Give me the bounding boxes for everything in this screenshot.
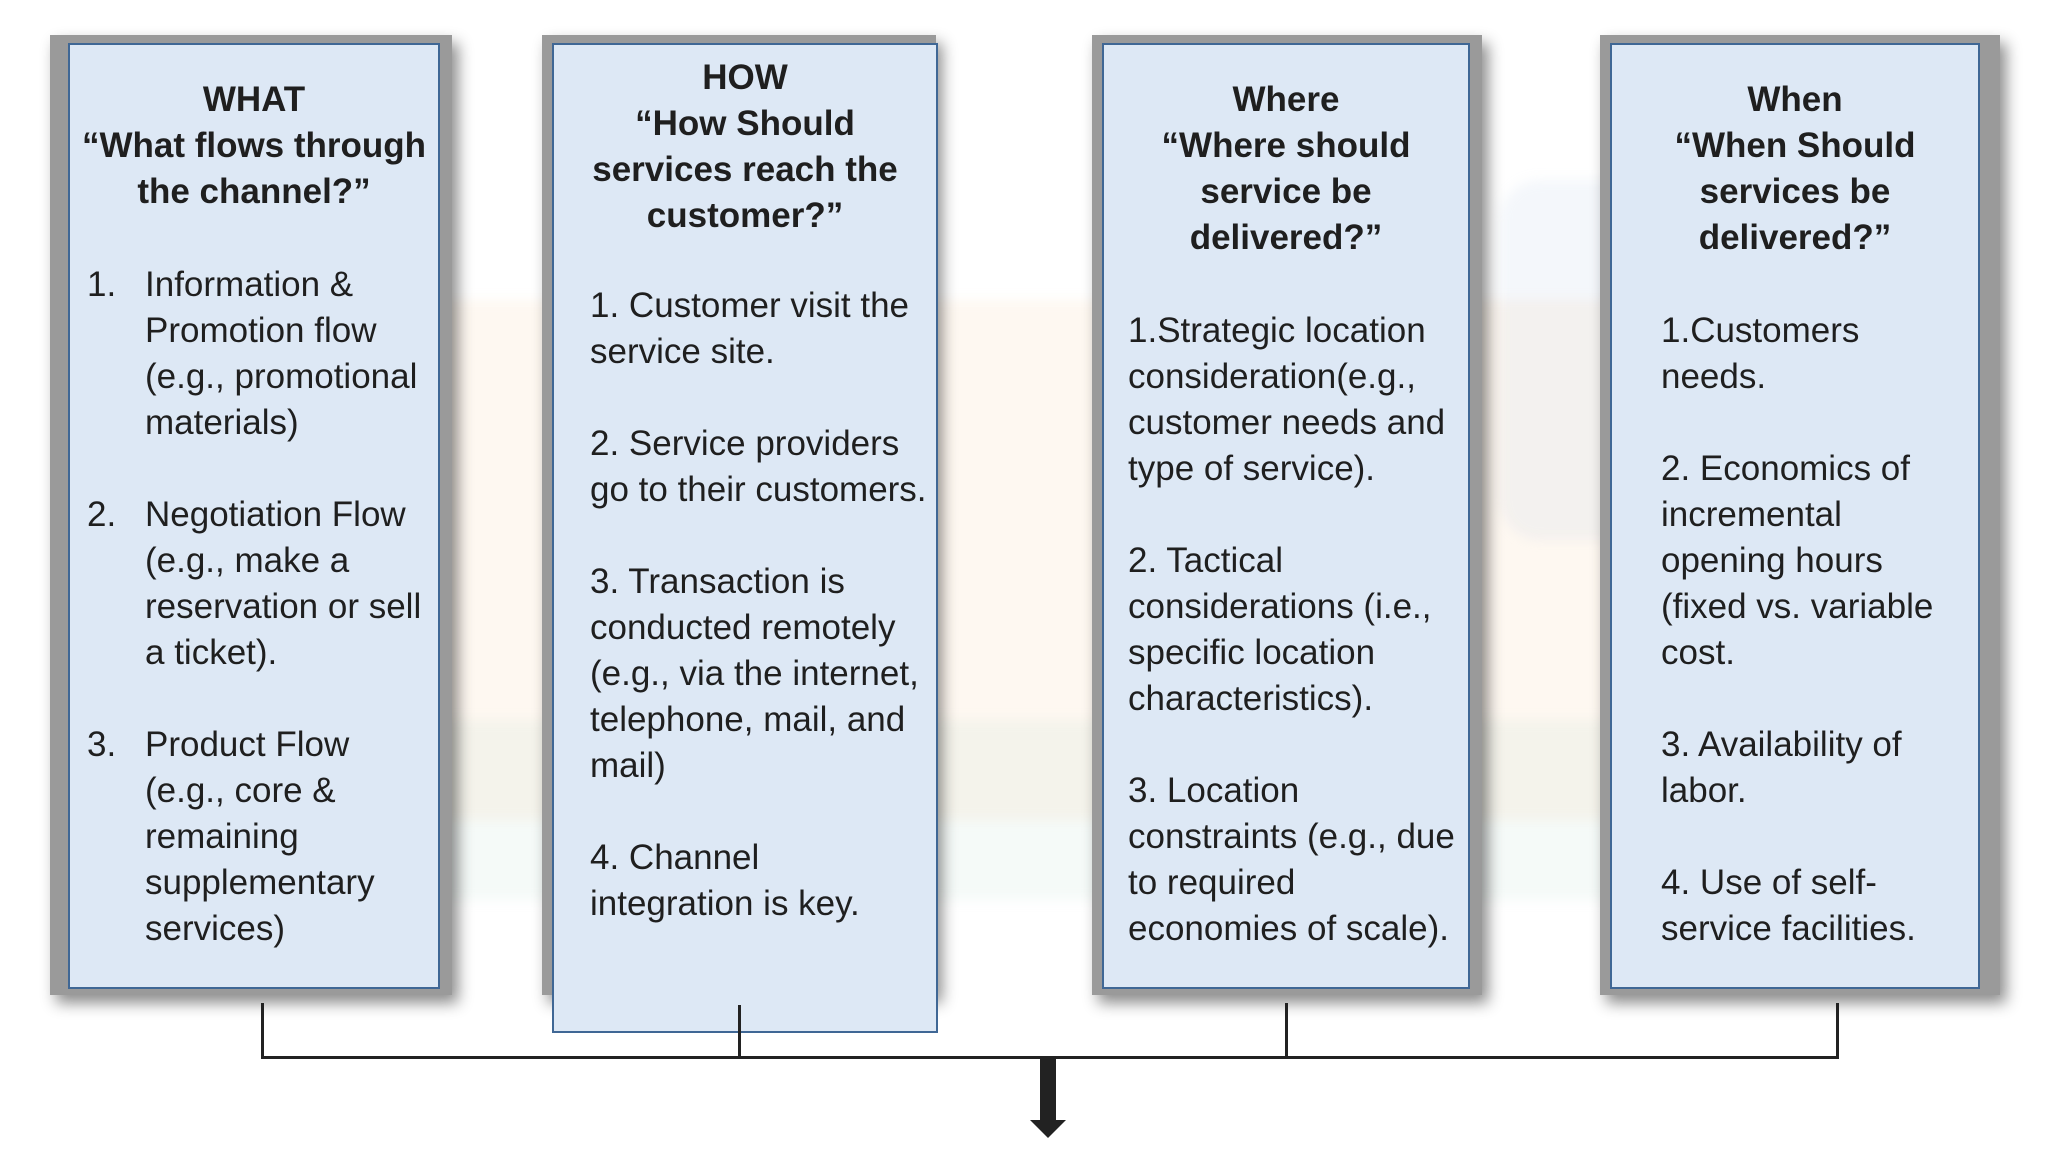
list-item: 2. Tactical considerations (i.e., specif… <box>1128 541 1432 718</box>
list-item: 1.Customers needs. <box>1661 311 1860 396</box>
list-item: 3. Product Flow (e.g., core & remaining … <box>87 722 437 952</box>
card-title-how: HOW “How Should services reach the custo… <box>554 55 936 239</box>
connector-bar <box>261 1056 1839 1059</box>
card-what: WHAT “What flows through the channel?” 1… <box>68 43 440 989</box>
title-line: services be <box>1699 172 1891 211</box>
card-title-when: When “When Should services be delivered?… <box>1612 77 1978 261</box>
item-text: Negotiation Flow (e.g., make a reservati… <box>145 495 422 672</box>
connector-down-stem <box>1040 1059 1056 1123</box>
card-where: Where “Where should service be delivered… <box>1102 43 1470 989</box>
title-line: delivered?” <box>1189 218 1383 257</box>
card-title-what: WHAT “What flows through the channel?” <box>70 77 438 215</box>
item-text: Product Flow (e.g., core & remaining sup… <box>145 725 375 948</box>
list-item: 1. Customer visit the service site. <box>590 286 909 371</box>
title-line: services reach the <box>592 150 898 189</box>
card-how: HOW “How Should services reach the custo… <box>552 43 938 1033</box>
card-body-how: 1. Customer visit the service site. 2. S… <box>590 283 930 927</box>
list-item: 2. Economics of incremental opening hour… <box>1661 449 1934 672</box>
title-line: “How Should <box>635 104 855 143</box>
title-line: “Where should <box>1161 126 1411 165</box>
list-item: 4. Use of self-service facilities. <box>1661 863 1916 948</box>
connector-stem-how <box>738 1005 741 1059</box>
title-line: “When Should <box>1674 126 1916 165</box>
list-item: 1. Information & Promotion flow (e.g., p… <box>87 262 437 446</box>
arrow-down-icon <box>1030 1120 1066 1138</box>
list-item: 3. Transaction is conducted remotely (e.… <box>590 562 919 785</box>
list-item: 3. Availability of labor. <box>1661 725 1902 810</box>
card-body-when: 1.Customers needs. 2. Economics of incre… <box>1661 308 1971 952</box>
list-item: 2. Negotiation Flow (e.g., make a reserv… <box>87 492 437 676</box>
list-item: 3. Location constraints (e.g., due to re… <box>1128 771 1455 948</box>
title-line: Where <box>1232 80 1340 119</box>
card-body-what: 1. Information & Promotion flow (e.g., p… <box>87 262 437 952</box>
item-number: 1. <box>87 265 117 304</box>
card-body-where: 1.Strategic location consideration(e.g.,… <box>1128 308 1468 952</box>
list-item: 2. Service providers go to their custome… <box>590 424 927 509</box>
card-title-where: Where “Where should service be delivered… <box>1104 77 1468 261</box>
title-line: WHAT <box>202 80 306 119</box>
list-item: 1.Strategic location consideration(e.g.,… <box>1128 311 1446 488</box>
connector-stem-what <box>261 1003 264 1059</box>
title-line: HOW <box>702 58 788 97</box>
item-number: 3. <box>87 725 117 764</box>
list-item: 4. Channel integration is key. <box>590 838 860 923</box>
title-line: the channel?” <box>137 172 371 211</box>
card-when: When “When Should services be delivered?… <box>1610 43 1980 989</box>
connector-stem-when <box>1836 1003 1839 1059</box>
title-line: “What flows through <box>81 126 427 165</box>
item-text: Information & Promotion flow (e.g., prom… <box>145 265 418 442</box>
item-number: 2. <box>87 495 117 534</box>
connector-stem-where <box>1285 1003 1288 1059</box>
title-line: delivered?” <box>1698 218 1892 257</box>
title-line: service be <box>1200 172 1372 211</box>
title-line: When <box>1747 80 1843 119</box>
title-line: customer?” <box>646 196 844 235</box>
